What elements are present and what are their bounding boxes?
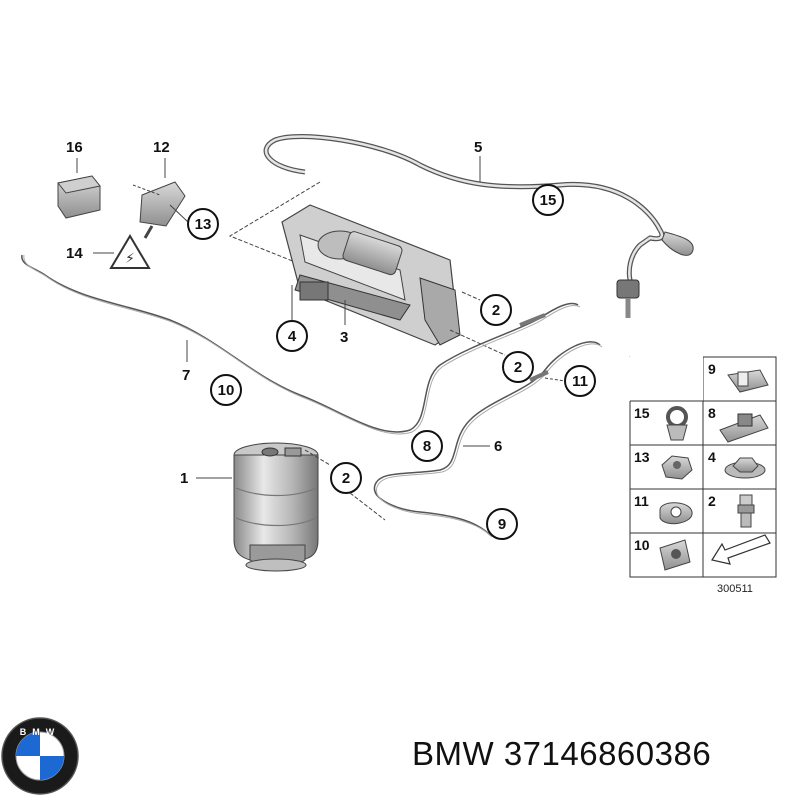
callout-5: 5 [474, 139, 482, 156]
air-line-7 [21, 254, 581, 435]
air-spring-part [233, 442, 319, 572]
part-number-label: BMW 37146860386 [412, 735, 712, 772]
legend-num-4: 4 [708, 449, 716, 465]
legend-num-10: 10 [634, 537, 650, 553]
callout-11: 11 [572, 373, 588, 390]
spring-clip-icon [659, 502, 693, 525]
callout-9: 9 [498, 516, 506, 533]
bmw-logo-icon: BMW [1, 717, 79, 795]
air-compressor-part [281, 204, 461, 346]
air-hose-part [263, 133, 694, 318]
legend-num-13: 13 [634, 449, 650, 465]
callout-15: 15 [540, 192, 557, 209]
callout-circle-13 [187, 208, 219, 240]
callout-12: 12 [153, 139, 170, 156]
svg-text:BMW: BMW [20, 727, 61, 737]
flange-nut-icon [724, 457, 766, 479]
air-line-6 [373, 341, 603, 538]
callout-circle-8 [411, 430, 443, 462]
callout-1: 1 [180, 470, 188, 487]
legend-num-8: 8 [708, 405, 716, 421]
direction-arrow-icon [711, 534, 771, 565]
callout-circle-2c [330, 462, 362, 494]
diagram-code: 300511 [717, 583, 753, 595]
callout-2b: 2 [514, 359, 522, 376]
callout-circle-2a [480, 294, 512, 326]
legend-num-9: 9 [708, 361, 716, 377]
callout-circle-2b [502, 351, 534, 383]
sensor-part [139, 181, 186, 239]
callout-circle-10 [210, 374, 242, 406]
callout-14: 14 [66, 245, 83, 262]
hex-nut-icon [661, 455, 693, 480]
svg-text:⚡: ⚡ [125, 251, 135, 267]
legend-num-15: 15 [634, 405, 650, 421]
callout-7: 7 [182, 367, 190, 384]
cable-holder-icon [719, 413, 769, 443]
callout-circle-9 [486, 508, 518, 540]
callout-8: 8 [423, 438, 431, 455]
callout-3: 3 [340, 329, 348, 346]
callout-16: 16 [66, 139, 83, 156]
callout-circle-15 [532, 184, 564, 216]
callout-10: 10 [218, 382, 235, 399]
pipe-clip-icon [666, 406, 688, 441]
warning-triangle-icon: ⚡ [109, 234, 151, 269]
clip-icon [727, 369, 769, 393]
callout-circle-4 [276, 320, 308, 352]
connector-icon [737, 494, 755, 528]
bracket-icon [659, 539, 691, 571]
callout-6: 6 [494, 438, 502, 455]
callout-4: 4 [288, 328, 297, 345]
relay-part [57, 175, 101, 219]
callout-2c: 2 [342, 470, 350, 487]
legend-num-2: 2 [708, 493, 716, 509]
callout-13: 13 [195, 216, 212, 233]
legend-num-11: 11 [634, 493, 649, 509]
callout-2a: 2 [492, 302, 500, 319]
